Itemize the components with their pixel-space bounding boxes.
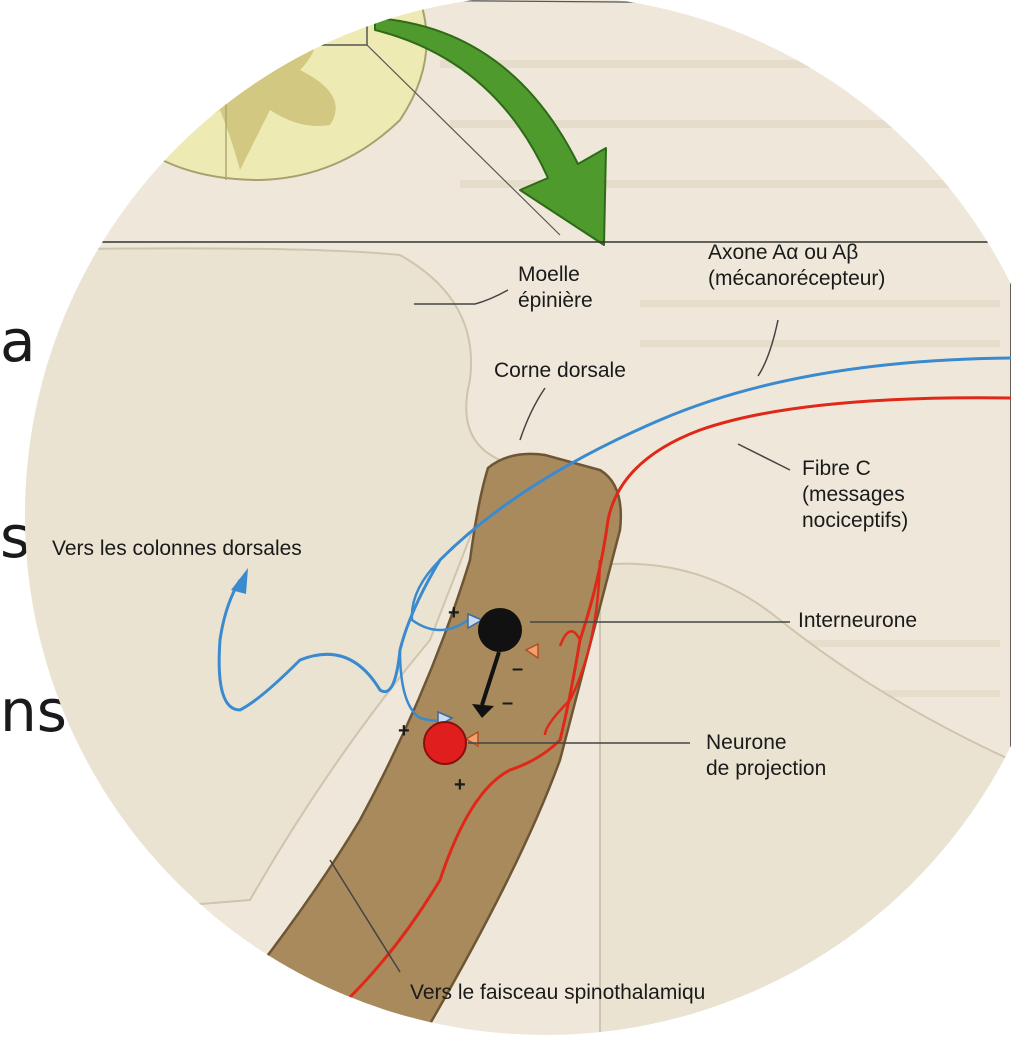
sign-plus-projection-bottom: + bbox=[454, 772, 466, 798]
label-interneurone: Interneurone bbox=[798, 608, 917, 634]
interneurone-cell bbox=[478, 608, 522, 652]
label-fibre-c-line-2: (messages bbox=[802, 482, 908, 508]
projection-neuron-cell bbox=[424, 722, 466, 764]
sign-plus-interneurone: + bbox=[448, 600, 460, 626]
sign-minus-inhibitory: – bbox=[502, 690, 513, 716]
label-moelle-line-2: épinière bbox=[518, 288, 593, 314]
label-neurone-line-2: de projection bbox=[706, 756, 826, 782]
label-moelle-epiniere: Moelle épinière bbox=[518, 262, 593, 314]
label-neurone-line-1: Neurone bbox=[706, 730, 826, 756]
label-fibre-c: Fibre C (messages nociceptifs) bbox=[802, 456, 908, 534]
red-fiber-arrowhead bbox=[268, 1031, 290, 1041]
label-vers-colonnes-dorsales: Vers les colonnes dorsales bbox=[52, 536, 302, 562]
label-moelle-line-1: Moelle bbox=[518, 262, 593, 288]
label-axone-mecanorecepteur: Axone Aα ou Aβ (mécanorécepteur) bbox=[708, 240, 885, 292]
label-fibre-c-line-3: nociceptifs) bbox=[802, 508, 908, 534]
label-neurone-de-projection: Neurone de projection bbox=[706, 730, 826, 782]
label-axone-line-2: (mécanorécepteur) bbox=[708, 266, 885, 292]
label-fibre-c-line-1: Fibre C bbox=[802, 456, 908, 482]
sign-minus-interneurone: – bbox=[512, 656, 523, 682]
label-axone-line-1: Axone Aα ou Aβ bbox=[708, 240, 885, 266]
label-corne-dorsale: Corne dorsale bbox=[494, 358, 626, 384]
label-vers-faisceau-spinothalamique: Vers le faisceau spinothalamiqu bbox=[410, 980, 705, 1006]
sign-plus-projection-left: + bbox=[398, 718, 410, 744]
